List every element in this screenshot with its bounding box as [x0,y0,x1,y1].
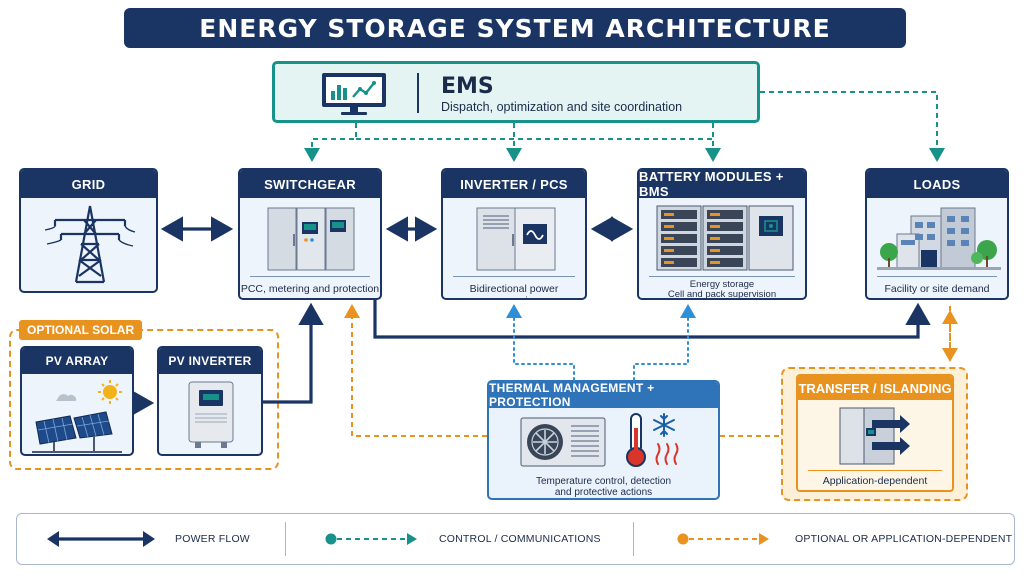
thermal-caption-line1: Temperature control, detection [535,476,672,487]
transfer-caption: Application-dependent [822,475,928,487]
legend: POWER FLOW CONTROL / COMMUNICATIONS OPTI… [16,513,1015,565]
solar-panel-icon [32,380,122,453]
switchgear-node: SWITCHGEAR PCC, metering and protection [238,168,382,300]
ems-subtitle: Dispatch, optimization and site coordina… [441,100,683,114]
ems-control-bus [304,123,357,162]
monitor-chart-icon [322,73,386,115]
transfer-rule [808,470,942,471]
optional-solar-label: OPTIONAL SOLAR [19,320,143,340]
legend-control: CONTROL / COMMUNICATIONS [439,533,601,545]
pv-array-node: PV ARRAY [20,346,134,456]
thermometer-icon [626,413,646,467]
switchgear-rule [250,276,370,277]
grid-label: GRID [21,170,156,198]
pv-inverter-label: PV INVERTER [159,348,261,374]
battery-caption-line2: Cell and pack supervision [667,289,777,300]
transfer-label: TRANSFER / ISLANDING [798,376,952,400]
legend-optional: OPTIONAL OR APPLICATION-DEPENDENT [795,533,1013,545]
building-icon [877,207,1001,270]
optional-legend-icon [677,533,769,545]
pv-inverter-icon [188,381,234,448]
pv-array-label: PV ARRAY [22,348,132,374]
legend-power-flow: POWER FLOW [175,533,250,545]
ems-divider [417,73,419,113]
inverter-caption: Bidirectional power conversion [469,283,559,298]
legend-separator [285,522,286,556]
loads-caption: Facility or site demand [884,283,990,295]
inverter-label: INVERTER / PCS [443,170,585,198]
heat-waves-icon [655,443,679,465]
battery-rule [649,276,795,277]
inverter-rule [453,276,575,277]
battery-caption-line1: Energy storage [689,279,755,290]
switchgear-cabinet-icon [267,207,355,271]
optional-solar-frame [9,329,279,470]
thermal-node: THERMAL MANAGEMENT + PROTECTION Temperat… [487,380,720,500]
loads-label: LOADS [867,170,1007,198]
ems-title: EMS [441,74,494,99]
hvac-unit-icon [520,417,606,467]
switchgear-caption: PCC, metering and protection [240,283,380,295]
snowflake-icon [653,413,675,437]
legend-separator [633,522,634,556]
switchgear-label: SWITCHGEAR [240,170,380,198]
pv-inverter-node: PV INVERTER [157,346,263,456]
diagram-title: ENERGY STORAGE SYSTEM ARCHITECTURE [124,8,906,48]
inverter-cabinet-icon [476,207,556,271]
loads-rule [877,276,997,277]
power-switchgear-loads [373,300,931,339]
ems-control-loads [760,91,945,162]
grid-node: GRID [19,168,158,293]
transfer-switch-icon [839,407,910,465]
inverter-node: INVERTER / PCS Bidirectional power conve… [441,168,587,300]
optional-thermal-switchgear [344,304,487,437]
thermal-link-inverter [506,304,575,381]
battery-node: BATTERY MODULES + BMS Energy storage Cel… [637,168,807,300]
loads-node: LOADS Facility or site demand [865,168,1009,300]
thermal-caption-line2: and protective actions [554,487,653,498]
control-legend-icon [325,533,417,545]
thermal-label: THERMAL MANAGEMENT + PROTECTION [489,382,718,409]
thermal-link-battery [633,304,696,381]
battery-label: BATTERY MODULES + BMS [639,170,805,199]
ems-box: EMS Dispatch, optimization and site coor… [272,61,760,123]
power-pvinverter-switchgear [263,302,324,404]
battery-rack-icon [656,205,794,271]
transmission-tower-icon [44,205,136,284]
power-flow-legend-icon [47,531,155,547]
transfer-node: TRANSFER / ISLANDING Application-depende… [796,374,954,492]
